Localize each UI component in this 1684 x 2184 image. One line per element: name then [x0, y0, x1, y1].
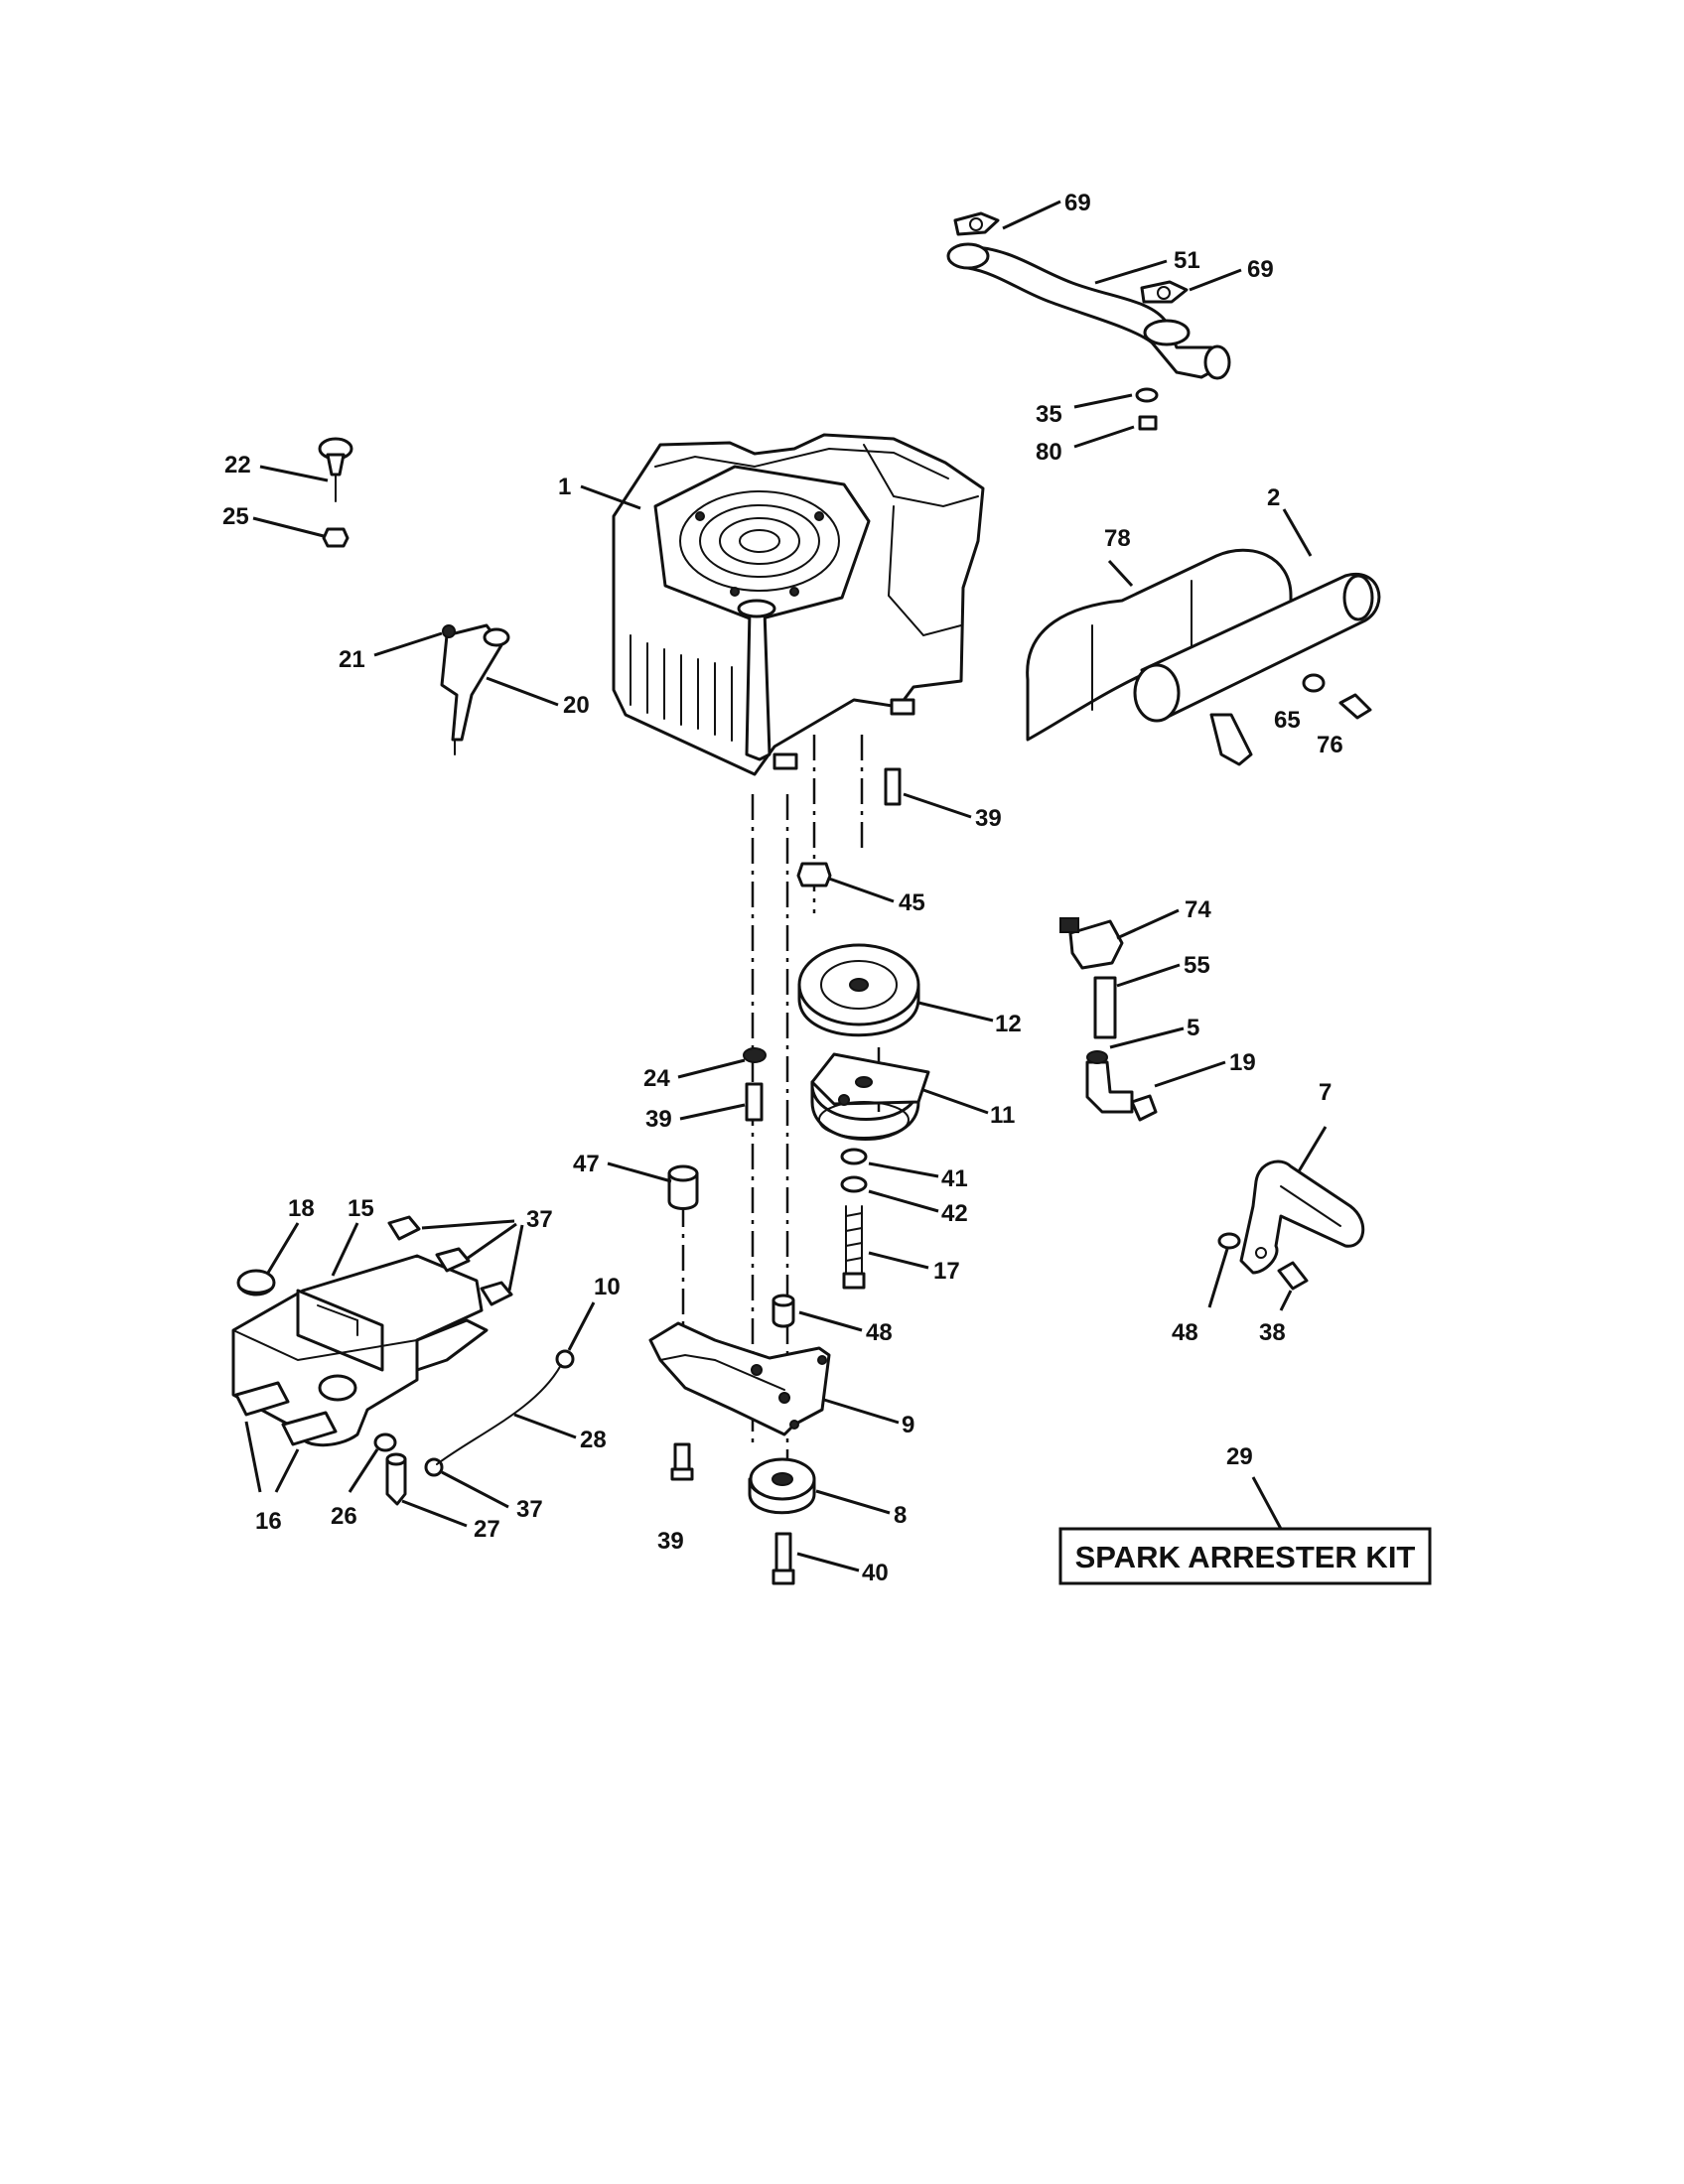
pad-16-a	[234, 1381, 290, 1417]
callout-7: 7	[1319, 1079, 1332, 1106]
washer-65	[1302, 673, 1326, 693]
callout-37-lower: 37	[516, 1496, 543, 1523]
fuel-hose-28	[436, 1364, 562, 1465]
callout-39-middle: 39	[645, 1106, 672, 1133]
bolt-40	[772, 1532, 795, 1585]
callout-69-right: 69	[1247, 256, 1274, 283]
throttle-bracket	[440, 623, 510, 755]
spacer-10	[772, 1294, 795, 1328]
callout-41: 41	[941, 1165, 968, 1192]
washer-35	[1135, 387, 1159, 403]
callout-10: 48	[866, 1319, 893, 1346]
callout-48: 48	[1172, 1319, 1198, 1346]
callout-2: 2	[1267, 484, 1280, 511]
callout-9: 9	[902, 1412, 914, 1438]
plug-19	[1130, 1094, 1158, 1122]
callout-35: 35	[1036, 401, 1062, 428]
elbow-5	[1085, 1050, 1134, 1114]
callout-15: 15	[348, 1195, 374, 1222]
pad-17-b	[435, 1247, 471, 1273]
exhaust-pipe	[946, 242, 1231, 380]
callout-27: 27	[474, 1516, 500, 1543]
callout-43: 17	[933, 1258, 960, 1285]
callout-37-upper: 10	[594, 1274, 621, 1300]
nut-80	[1138, 415, 1158, 431]
kit-label: SPARK ARRESTER KIT	[1075, 1540, 1416, 1574]
bolt-43	[842, 1205, 866, 1290]
nut-25	[322, 527, 350, 548]
bracket-plate-9	[648, 1321, 831, 1436]
callout-78: 78	[1104, 525, 1131, 552]
clutch-11	[810, 1052, 930, 1141]
callout-40: 40	[862, 1560, 889, 1586]
callout-21: 21	[339, 646, 365, 673]
elbow-74	[1059, 917, 1124, 970]
callout-26: 26	[331, 1503, 357, 1530]
callout-18: 18	[288, 1195, 315, 1222]
valve-27	[385, 1452, 407, 1506]
pad-17-c	[480, 1281, 513, 1306]
callout-25: 25	[222, 503, 249, 530]
callout-11: 11	[990, 1102, 1015, 1129]
gasket-right	[1140, 280, 1189, 304]
pulley-12	[797, 943, 920, 1037]
nut-45	[796, 862, 832, 887]
callout-42: 42	[941, 1200, 968, 1227]
callout-19: 19	[1229, 1049, 1256, 1076]
callout-76: 76	[1317, 732, 1343, 758]
bracket-7	[1239, 1160, 1365, 1275]
engine	[612, 433, 985, 776]
callout-65: 65	[1274, 707, 1301, 734]
callout-28: 28	[580, 1427, 607, 1453]
washer-41	[840, 1148, 868, 1165]
gasket-top	[953, 211, 1000, 236]
callout-47: 47	[573, 1151, 600, 1177]
knob-22	[318, 437, 353, 502]
callout-39-upper: 39	[975, 805, 1002, 832]
callout-16: 16	[255, 1508, 282, 1535]
clamp-37-upper	[555, 1349, 575, 1369]
callout-80: 80	[1036, 439, 1062, 466]
washer-42	[840, 1175, 868, 1193]
pad-16-b	[281, 1411, 338, 1446]
spacer-47	[667, 1164, 699, 1210]
cap-18	[236, 1269, 276, 1297]
screw-38	[1277, 1261, 1309, 1291]
bolt-39-lower	[670, 1442, 694, 1481]
callout-55: 55	[1184, 952, 1210, 979]
callout-29: 29	[1226, 1443, 1253, 1470]
callout-8: 8	[894, 1502, 907, 1529]
callout-24: 24	[643, 1065, 670, 1092]
callout-51: 51	[1174, 247, 1200, 274]
callout-22: 22	[224, 452, 251, 478]
bolt-39-middle	[745, 1082, 764, 1122]
bolt-39-upper	[884, 767, 902, 806]
heat-shield-78	[1026, 548, 1293, 742]
callout-1: 1	[558, 474, 571, 500]
callout-5: 5	[1187, 1015, 1199, 1041]
callout-69-top: 69	[1064, 190, 1091, 216]
nipple-55	[1093, 976, 1117, 1039]
callout-74: 74	[1185, 896, 1211, 923]
muffler-2	[1133, 572, 1381, 766]
idler-pulley-8	[748, 1457, 816, 1515]
pad-17-a	[387, 1215, 421, 1241]
callout-17: 37	[526, 1206, 553, 1233]
callout-45: 45	[899, 889, 925, 916]
callout-12: 12	[995, 1011, 1022, 1037]
cooling-fins	[630, 634, 733, 742]
washer-24	[743, 1047, 767, 1063]
spark-arrester-kit-box: SPARK ARRESTER KIT	[1058, 1527, 1432, 1585]
callout-38: 38	[1259, 1319, 1286, 1346]
callout-39-lower: 39	[657, 1528, 684, 1555]
washer-26	[373, 1433, 397, 1452]
callout-20: 20	[563, 692, 590, 719]
screw-76	[1338, 693, 1372, 720]
washer-48	[1217, 1232, 1241, 1250]
